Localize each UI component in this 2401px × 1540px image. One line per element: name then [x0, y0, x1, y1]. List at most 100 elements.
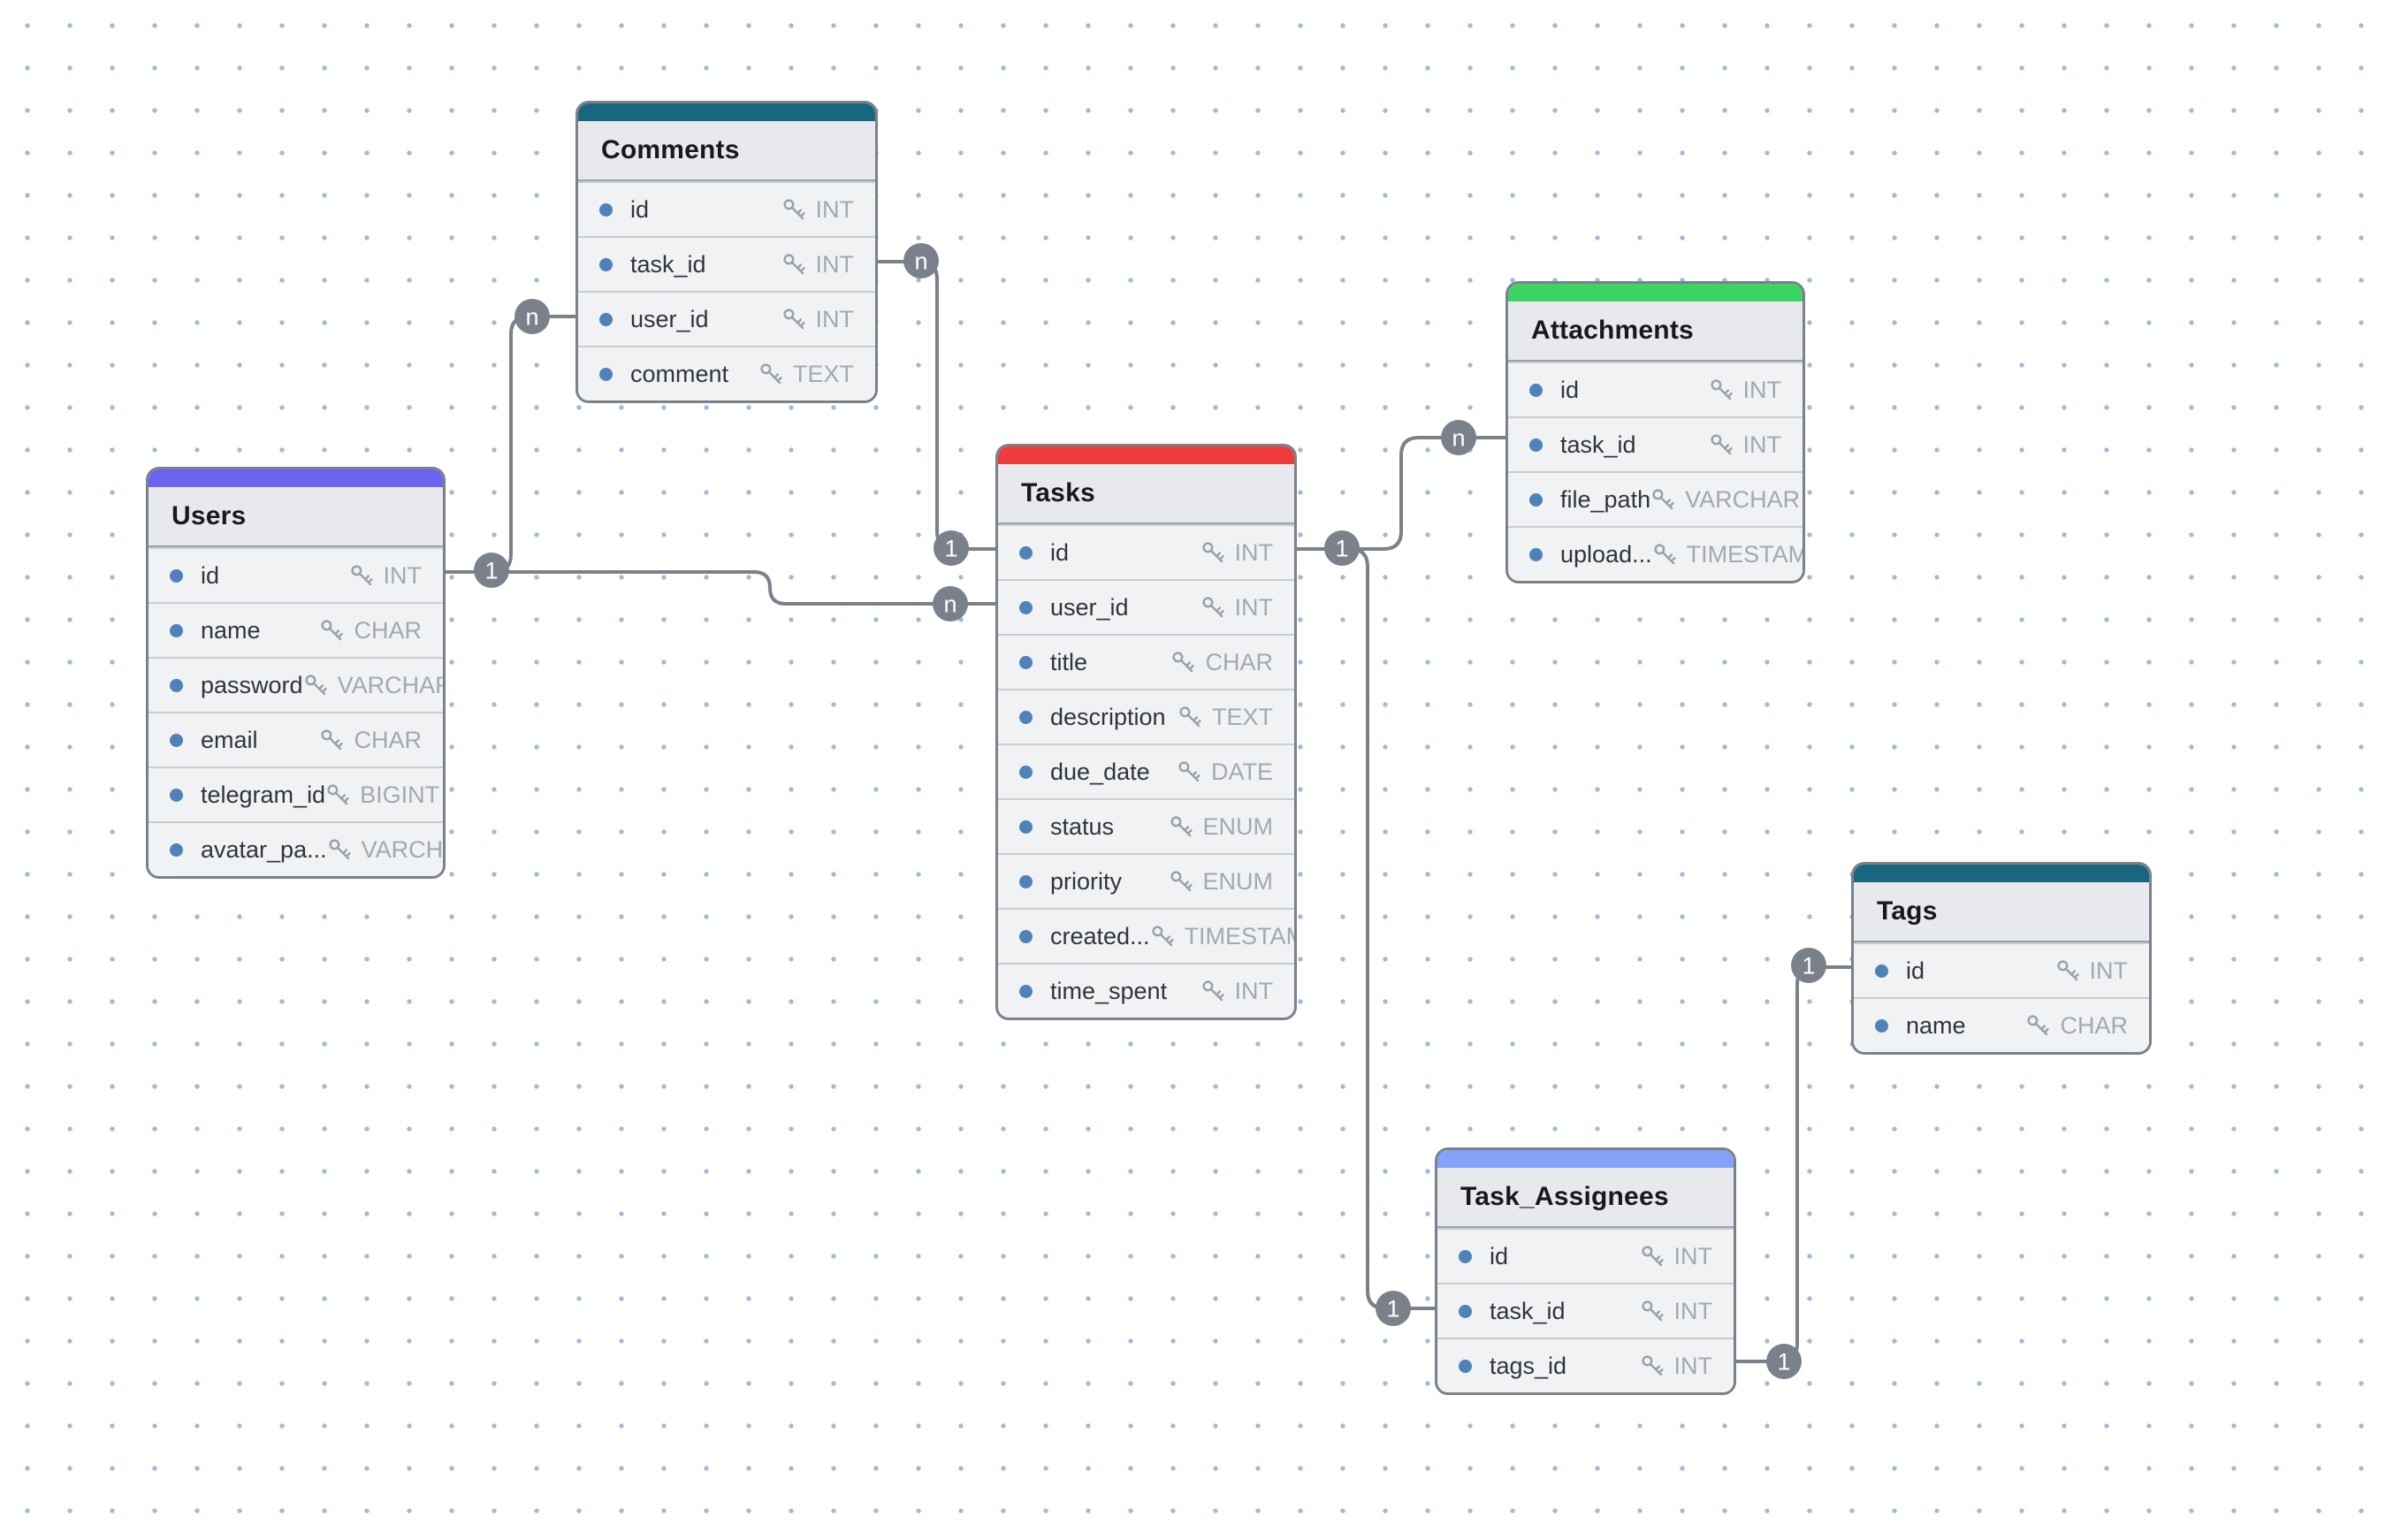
- table-color-strip: [149, 469, 443, 487]
- table-attachments[interactable]: Attachments id INT task_id INT: [1505, 281, 1805, 583]
- primary-key-icon: [319, 728, 344, 752]
- table-comments[interactable]: Comments id INT task_id INT: [575, 101, 878, 403]
- field-bullet-icon: [170, 788, 183, 802]
- field-row[interactable]: telegram_id BIGINT: [149, 766, 443, 821]
- field-row[interactable]: upload... TIMESTAMP: [1508, 526, 1803, 581]
- field-row[interactable]: priority ENUM: [998, 853, 1294, 908]
- table-title: Task_Assignees: [1460, 1182, 1669, 1211]
- field-bullet-icon: [170, 623, 183, 637]
- field-row[interactable]: time_spent INT: [998, 963, 1294, 1018]
- field-row[interactable]: user_id INT: [578, 291, 875, 346]
- relationship-wire[interactable]: [1736, 965, 1851, 1363]
- cardinality-badge: [934, 530, 969, 566]
- table-title-bar[interactable]: Users: [149, 487, 443, 547]
- table-tasks[interactable]: Tasks id INT user_id INT: [995, 444, 1297, 1020]
- field-bullet-icon: [1019, 820, 1033, 834]
- primary-key-icon: [2025, 1013, 2050, 1038]
- field-row[interactable]: task_id INT: [1508, 416, 1803, 471]
- field-row[interactable]: name CHAR: [149, 602, 443, 657]
- field-type: INT: [815, 195, 855, 223]
- table-users[interactable]: Users id INT name CHAR: [146, 467, 446, 879]
- field-bullet-icon: [1529, 547, 1543, 561]
- table-title-bar[interactable]: Attachments: [1508, 301, 1803, 362]
- table-title: Tasks: [1021, 478, 1095, 507]
- cardinality-badge-label: 1: [1386, 1296, 1399, 1323]
- table-title-bar[interactable]: Comments: [578, 121, 875, 181]
- field-name: priority: [1050, 867, 1123, 895]
- table-title: Tags: [1877, 896, 1938, 926]
- field-name: due_date: [1050, 758, 1150, 785]
- relationship-wire[interactable]: [878, 260, 995, 551]
- primary-key-icon: [1200, 540, 1225, 565]
- field-type: CHAR: [354, 616, 422, 644]
- primary-key-icon: [1150, 924, 1175, 949]
- field-type-wrap: VARCHAR: [303, 672, 443, 699]
- field-name: email: [201, 726, 258, 753]
- field-row[interactable]: task_id INT: [1437, 1283, 1734, 1338]
- field-row[interactable]: created... TIMESTAMP: [998, 908, 1294, 963]
- field-type-wrap: INT: [349, 562, 422, 590]
- relationship-wire[interactable]: [446, 315, 575, 574]
- cardinality-badge: [903, 243, 939, 278]
- table-task_assignees[interactable]: Task_Assignees id INT task_id INT: [1435, 1147, 1736, 1395]
- field-type-wrap: ENUM: [1169, 868, 1273, 896]
- cardinality-badge: [933, 586, 968, 621]
- primary-key-icon: [1709, 432, 1734, 457]
- field-name: task_id: [1560, 431, 1636, 458]
- cardinality-badge: [1791, 948, 1826, 983]
- field-row[interactable]: id INT: [1437, 1228, 1734, 1283]
- field-row[interactable]: id INT: [1854, 942, 2149, 997]
- field-type-wrap: TIMESTAMP: [1150, 923, 1294, 950]
- relationship-wire[interactable]: [1297, 436, 1505, 551]
- field-name: name: [201, 616, 261, 644]
- table-tags[interactable]: Tags id INT name CHAR: [1851, 862, 2152, 1055]
- field-row[interactable]: task_id INT: [578, 236, 875, 291]
- field-row[interactable]: description TEXT: [998, 689, 1294, 743]
- field-row[interactable]: due_date DATE: [998, 743, 1294, 798]
- field-row[interactable]: email CHAR: [149, 712, 443, 766]
- table-title: Attachments: [1531, 316, 1694, 345]
- field-row[interactable]: tags_id INT: [1437, 1338, 1734, 1392]
- field-row[interactable]: id INT: [1508, 362, 1803, 416]
- field-bullet-icon: [1459, 1359, 1472, 1373]
- table-title-bar[interactable]: Task_Assignees: [1437, 1168, 1734, 1228]
- field-row[interactable]: avatar_pa... VARCHAR: [149, 821, 443, 876]
- field-type-wrap: BIGINT: [325, 781, 439, 809]
- field-name: id: [1490, 1242, 1509, 1269]
- field-row[interactable]: file_path VARCHAR: [1508, 471, 1803, 526]
- field-row[interactable]: id INT: [998, 524, 1294, 579]
- field-type-wrap: CHAR: [2025, 1012, 2128, 1040]
- field-row[interactable]: id INT: [149, 547, 443, 602]
- primary-key-icon: [1640, 1299, 1665, 1323]
- cardinality-badge-label: 1: [1777, 1349, 1790, 1376]
- field-row[interactable]: comment TEXT: [578, 346, 875, 400]
- field-type: CHAR: [2060, 1011, 2128, 1039]
- primary-key-icon: [1169, 814, 1193, 839]
- field-bullet-icon: [1019, 874, 1033, 888]
- field-type: INT: [815, 305, 855, 332]
- field-name: id: [630, 195, 650, 223]
- table-title-bar[interactable]: Tags: [1854, 882, 2149, 942]
- field-name: user_id: [630, 305, 709, 332]
- field-row[interactable]: status ENUM: [998, 798, 1294, 853]
- table-color-strip: [1437, 1150, 1734, 1168]
- field-type-wrap: TIMESTAMP: [1652, 541, 1803, 568]
- cardinality-badge: [1766, 1344, 1802, 1379]
- field-row[interactable]: user_id INT: [998, 579, 1294, 634]
- field-bullet-icon: [1529, 383, 1543, 397]
- field-type: TEXT: [792, 360, 854, 387]
- field-type-wrap: INT: [1200, 978, 1273, 1005]
- field-type: INT: [1234, 593, 1274, 621]
- field-type-wrap: INT: [1709, 377, 1781, 404]
- cardinality-badge: [1441, 420, 1476, 455]
- primary-key-icon: [1200, 979, 1225, 1003]
- table-title-bar[interactable]: Tasks: [998, 464, 1294, 524]
- field-row[interactable]: password VARCHAR: [149, 657, 443, 712]
- field-type-wrap: INT: [1640, 1353, 1712, 1380]
- relationship-wire[interactable]: [446, 570, 995, 606]
- relationship-wire[interactable]: [1297, 547, 1435, 1310]
- field-row[interactable]: id INT: [578, 181, 875, 236]
- field-row[interactable]: name CHAR: [1854, 997, 2149, 1052]
- field-row[interactable]: title CHAR: [998, 634, 1294, 689]
